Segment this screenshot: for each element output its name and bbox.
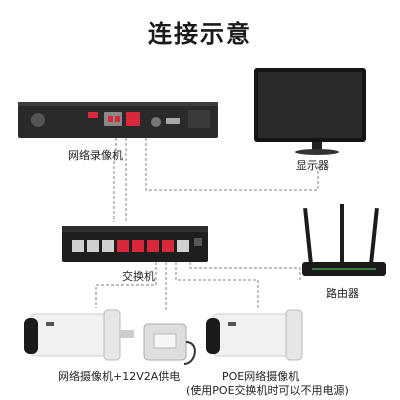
power-adapter-device bbox=[143, 323, 196, 365]
label-camera-right-line2: (使用POE交换机时可以不用电源) bbox=[186, 384, 349, 397]
nvr-device bbox=[18, 102, 218, 138]
wire-nvr-switch-a bbox=[113, 138, 117, 222]
router-device bbox=[302, 204, 386, 276]
label-camera-left: 网络摄像机+12V2A供电 bbox=[58, 370, 181, 383]
connection-wires bbox=[95, 138, 319, 312]
switch-ports bbox=[72, 240, 189, 252]
diagram-title: 连接示意 bbox=[148, 20, 252, 48]
monitor-device bbox=[254, 68, 366, 155]
label-switch: 交换机 bbox=[122, 270, 155, 283]
camera-left-device bbox=[24, 309, 134, 361]
wire-switch-camera-left bbox=[95, 262, 157, 308]
label-camera-right-line1: POE网络摄像机 bbox=[222, 370, 300, 383]
nvr-fan bbox=[31, 113, 45, 127]
wire-nvr-monitor bbox=[145, 138, 319, 191]
label-monitor: 显示器 bbox=[296, 159, 329, 172]
label-router: 路由器 bbox=[326, 287, 359, 300]
label-nvr: 网络录像机 bbox=[68, 149, 123, 162]
switch-device bbox=[62, 226, 208, 262]
camera-right-device bbox=[206, 309, 303, 361]
wire-switch-camera-right bbox=[175, 262, 259, 308]
wire-switch-router bbox=[189, 262, 301, 280]
